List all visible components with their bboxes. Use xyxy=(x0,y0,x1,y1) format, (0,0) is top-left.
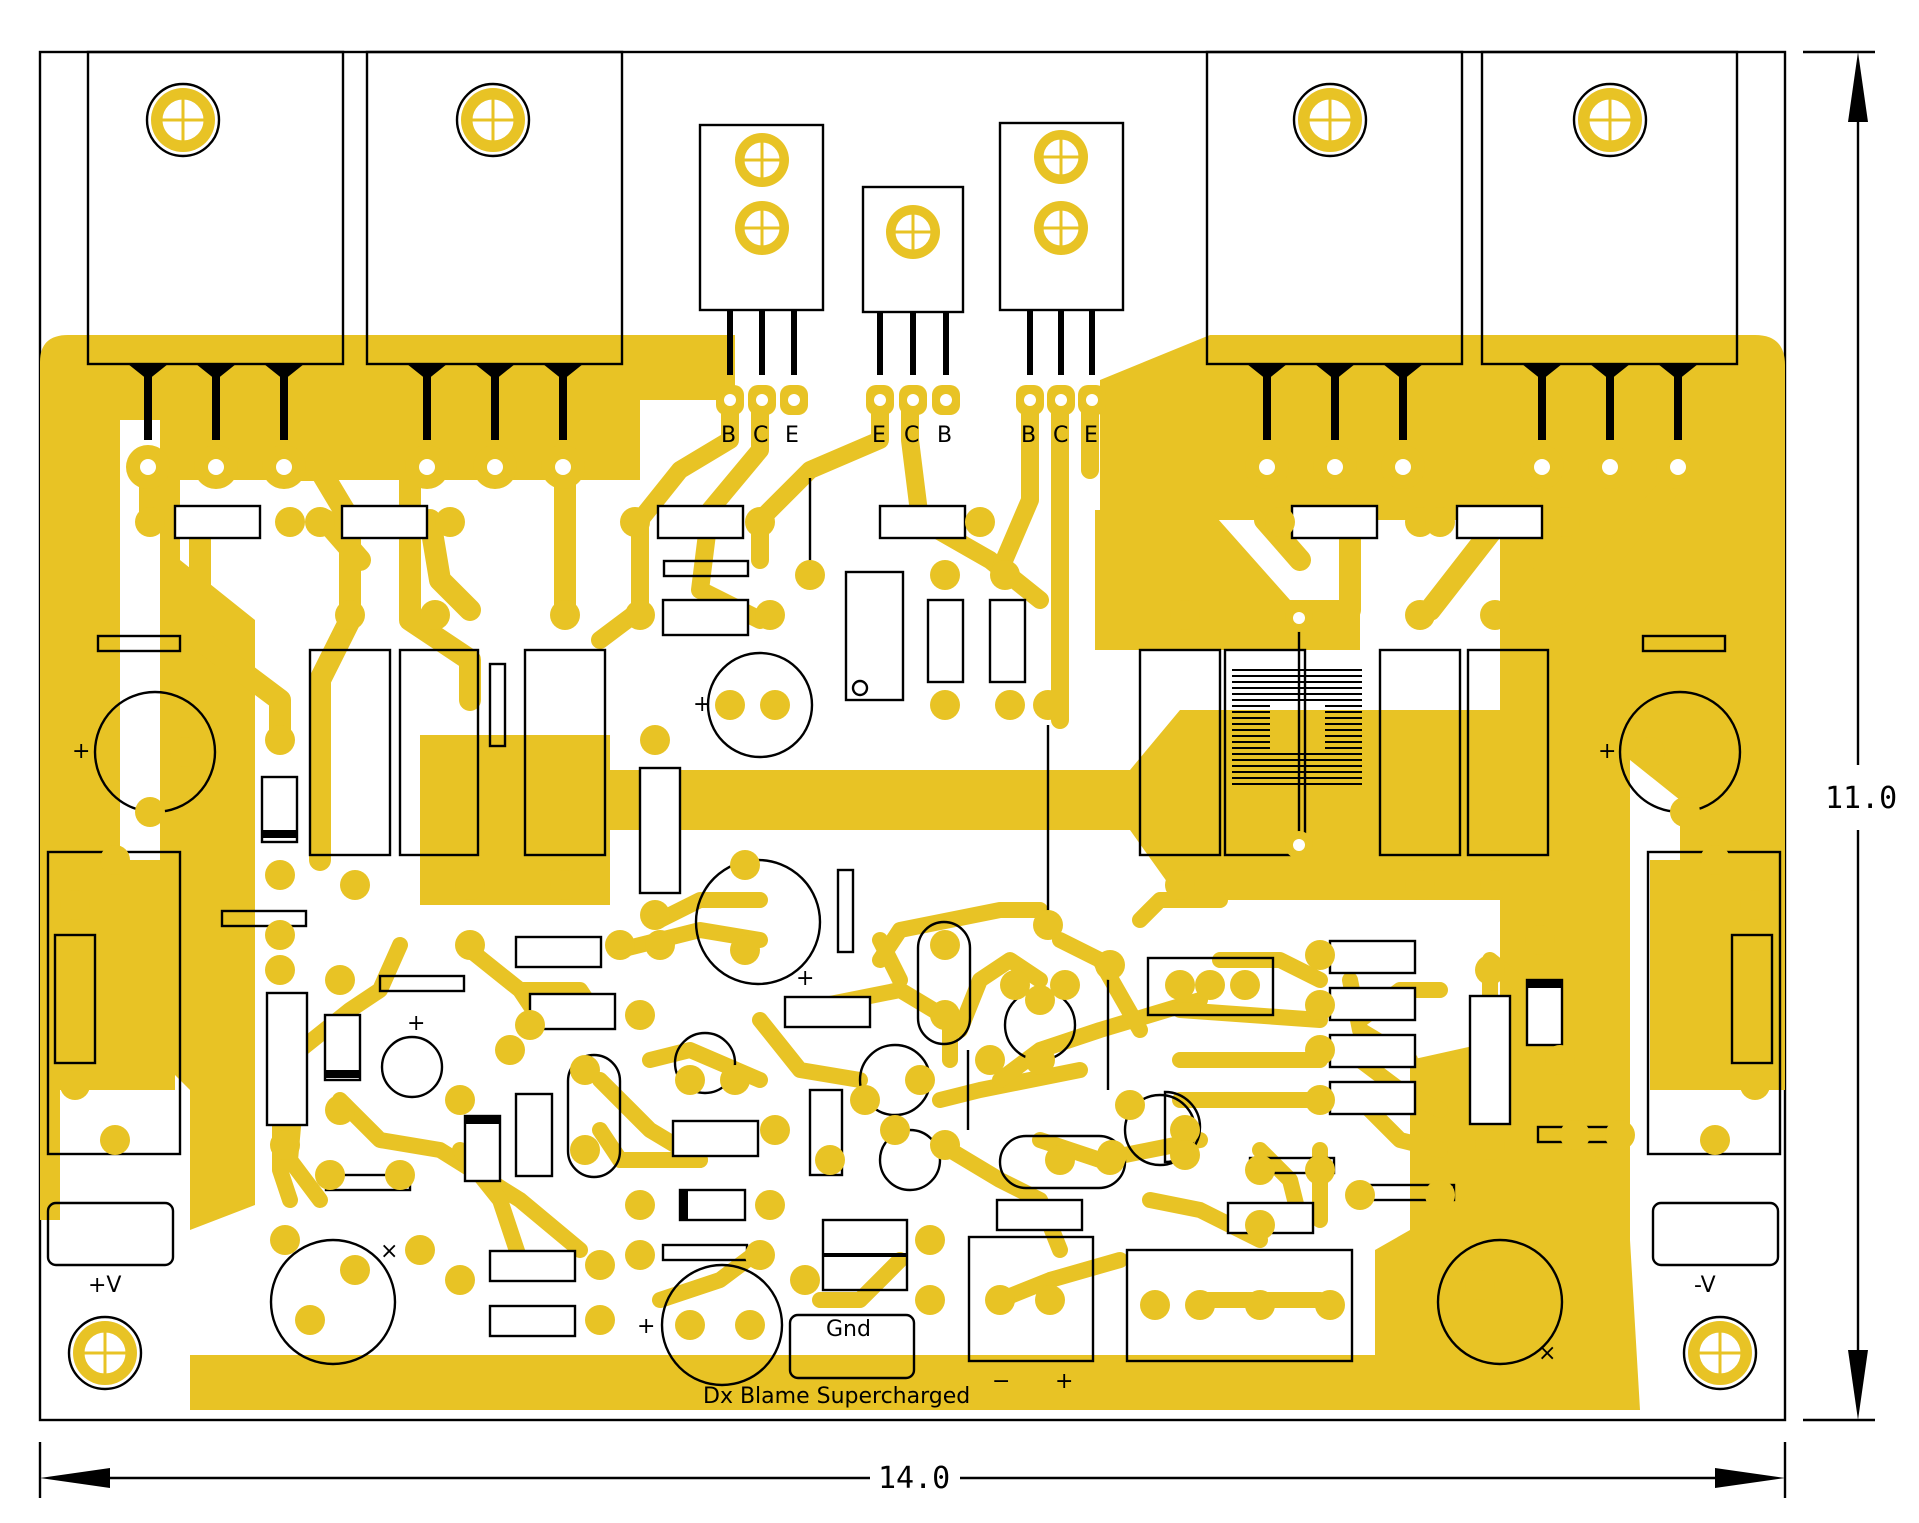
mounting-hole-icon xyxy=(67,1315,143,1391)
plus-sign: + xyxy=(407,1011,425,1036)
mounting-hole-icon xyxy=(1682,1315,1758,1391)
polarity-marks: + + + + + + + − × × xyxy=(72,692,1616,1394)
electrolytic-capacitors xyxy=(93,651,1742,1387)
plus-sign: + xyxy=(1055,1369,1073,1394)
power-transistors xyxy=(86,50,1739,489)
component-pads xyxy=(60,507,1770,1340)
pin-label: B xyxy=(937,423,952,448)
ground-label: Gnd xyxy=(826,1317,871,1342)
plus-sign: + xyxy=(796,966,814,991)
neg-supply-label: -V xyxy=(1694,1273,1716,1298)
dimension-width: 14.0 xyxy=(38,1442,1787,1498)
plus-sign: + xyxy=(72,739,90,764)
pin-label: E xyxy=(785,423,799,448)
inductor-coil xyxy=(1232,604,1362,859)
pin-label: B xyxy=(721,423,736,448)
board-title: Dx Blame Supercharged xyxy=(703,1384,970,1409)
misc-components xyxy=(46,478,1780,1380)
plus-sign: + xyxy=(1598,739,1616,764)
minus-sign: − xyxy=(992,1369,1010,1394)
mounting-hole-icon xyxy=(145,82,221,158)
driver-transistors: B C E E C B B C E xyxy=(698,121,1125,448)
pin-label: C xyxy=(904,423,919,448)
pin-label: B xyxy=(1021,423,1036,448)
mounting-hole-icon xyxy=(1572,82,1648,158)
mounting-hole-icon xyxy=(1292,82,1368,158)
pos-supply-label: +V xyxy=(88,1273,121,1298)
width-dimension-label: 14.0 xyxy=(878,1461,950,1496)
mounting-holes xyxy=(67,82,1758,1391)
pin-label: C xyxy=(753,423,768,448)
cross-mark: × xyxy=(1538,1341,1556,1366)
plus-sign: + xyxy=(637,1314,655,1339)
cross-mark: × xyxy=(380,1239,398,1264)
dimension-height: 11.0 xyxy=(1803,50,1897,1422)
mounting-hole-icon xyxy=(455,82,531,158)
pin-label: E xyxy=(872,423,886,448)
plus-sign: + xyxy=(693,692,711,717)
pin-label: C xyxy=(1053,423,1068,448)
height-dimension-label: 11.0 xyxy=(1825,781,1897,816)
pin-label: E xyxy=(1084,423,1098,448)
copper-pours xyxy=(40,335,1785,1410)
